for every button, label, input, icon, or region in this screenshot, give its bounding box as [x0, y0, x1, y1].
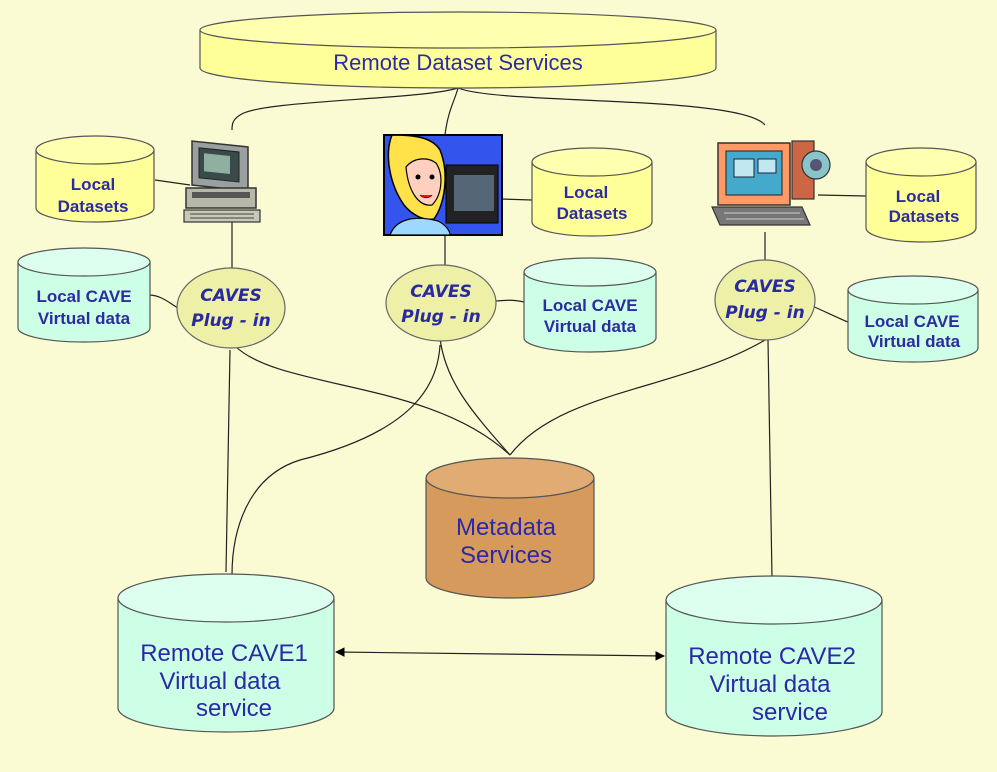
workstation-icon	[711, 140, 831, 226]
link-plugin2-meta	[439, 337, 511, 456]
local-datasets-1: Local Datasets	[35, 135, 155, 223]
link-plugin1-meta	[234, 345, 511, 456]
local-cave-3-line1: Local CAVE	[864, 312, 959, 331]
link-plugin3-meta	[509, 339, 766, 456]
plugin-2-line2: Plug - in	[401, 307, 480, 327]
link-rc1-rc2	[335, 647, 665, 661]
link-rds-client2	[444, 87, 459, 136]
local-cave-1-line2: Virtual data	[38, 309, 131, 328]
local-datasets-2-line1: Local	[564, 183, 608, 202]
local-datasets-1-line2: Datasets	[58, 197, 129, 216]
remote-dataset-services-cylinder: Remote Dataset Services	[199, 11, 717, 89]
woman-at-computer-icon	[383, 134, 503, 236]
local-datasets-2-line2: Datasets	[557, 204, 628, 223]
caves-plugin-1: CAVES Plug - in	[176, 267, 286, 349]
plugin-1-line2: Plug - in	[191, 311, 270, 331]
local-cave-1-line1: Local CAVE	[36, 287, 131, 306]
local-cave-3: Local CAVE Virtual data	[847, 275, 979, 363]
link-rds-client3	[457, 87, 766, 126]
remote-cave1-line3: service	[196, 695, 272, 722]
plugin-3-line1: CAVES	[734, 277, 796, 297]
link-plugin3-rc2	[767, 339, 773, 579]
link-plugin1-rc1	[225, 349, 231, 573]
plugin-2-line1: CAVES	[410, 282, 472, 302]
local-datasets-3-line1: Local	[896, 187, 940, 206]
plugin-3-line2: Plug - in	[725, 303, 804, 323]
local-cave-1: Local CAVE Virtual data	[17, 247, 151, 343]
remote-cave1-line1: Remote CAVE1	[140, 640, 308, 667]
link-ld1-client1	[154, 179, 191, 186]
link-rds-client1	[231, 87, 459, 131]
remote-cave2-line3: service	[752, 699, 828, 726]
caves-plugin-3: CAVES Plug - in	[714, 259, 816, 341]
local-cave-2: Local CAVE Virtual data	[523, 257, 657, 353]
local-cave-3-line2: Virtual data	[868, 332, 961, 351]
remote-cave1-cylinder: Remote CAVE1 Virtual data service	[117, 573, 335, 733]
metadata-services-line1: Metadata	[456, 514, 557, 541]
local-datasets-1-line1: Local	[71, 175, 115, 194]
caves-plugin-2: CAVES Plug - in	[385, 264, 497, 342]
remote-dataset-services-label: Remote Dataset Services	[333, 50, 582, 75]
metadata-services-line2: Services	[460, 542, 552, 569]
metadata-services-cylinder: Metadata Services	[425, 457, 595, 599]
link-plugin3-lc3	[809, 304, 849, 323]
local-cave-2-line2: Virtual data	[544, 317, 637, 336]
local-datasets-3-line2: Datasets	[889, 207, 960, 226]
remote-cave1-line2: Virtual data	[160, 668, 282, 695]
link-plugin2-rc1	[231, 344, 441, 576]
local-datasets-2: Local Datasets	[531, 147, 653, 237]
remote-cave2-line1: Remote CAVE2	[688, 643, 856, 670]
local-datasets-3: Local Datasets	[865, 147, 977, 243]
computer-icon	[183, 140, 261, 223]
plugin-1-line1: CAVES	[200, 286, 262, 306]
link-lc1-plugin1	[149, 294, 179, 309]
remote-cave2-line2: Virtual data	[710, 671, 832, 698]
local-cave-2-line1: Local CAVE	[542, 296, 637, 315]
link-client3-ld3	[817, 194, 867, 197]
remote-cave2-cylinder: Remote CAVE2 Virtual data service	[665, 575, 883, 737]
